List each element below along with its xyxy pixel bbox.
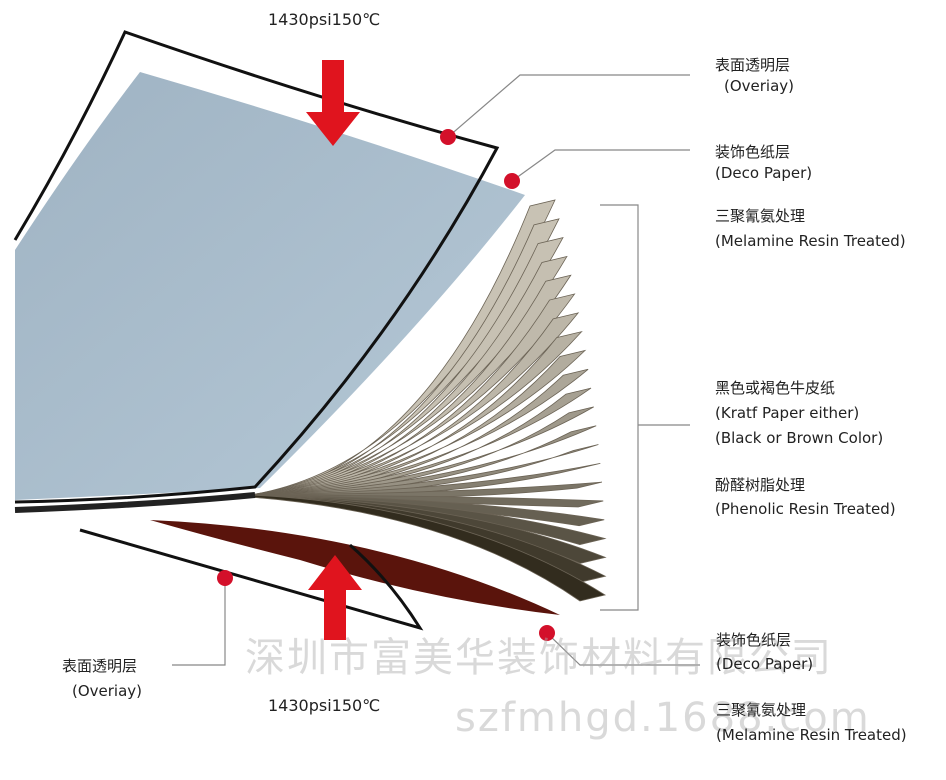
overlay-top-en: (Overiay) — [724, 77, 795, 95]
leader-lines — [172, 74, 700, 666]
marker-dots — [217, 129, 555, 641]
phenolic-cn: 酚醛树脂处理 — [715, 476, 806, 494]
deco-top-en: (Deco Paper) — [715, 164, 813, 182]
kraft-sheet — [249, 237, 564, 498]
pressure-top-label: 1430psi150℃ — [268, 10, 381, 29]
deco-bottom-en: (Deco Paper) — [716, 655, 814, 673]
pressure-bottom-label: 1430psi150℃ — [268, 696, 381, 715]
kraft-sheet — [249, 218, 560, 498]
bottom-deco-layer — [150, 520, 560, 615]
arrow-up-icon — [308, 555, 362, 640]
phenolic-en: (Phenolic Resin Treated) — [715, 500, 896, 518]
bottom-overlay-sheet — [79, 528, 424, 631]
kraft-en2: (Black or Brown Color) — [715, 429, 884, 447]
overlay-bottom-cn: 表面透明层 — [62, 657, 138, 675]
deco-top-cn: 装饰色纸层 — [715, 143, 791, 161]
watermark-site: szfmhgd.1688.com — [455, 695, 871, 741]
melamine-top-en: (Melamine Resin Treated) — [715, 232, 906, 250]
melamine-bottom-cn: 三聚氰氨处理 — [716, 701, 807, 719]
melamine-bottom-en: (Melamine Resin Treated) — [716, 726, 907, 744]
kraft-paper-fan — [249, 199, 607, 602]
kraft-sheet — [249, 255, 568, 498]
overlay-top-cn: 表面透明层 — [715, 56, 791, 74]
watermark-company: 深圳市富美华装饰材料有限公司 — [245, 635, 833, 681]
arrow-down-icon — [306, 60, 360, 146]
kraft-sheet — [249, 199, 556, 498]
deco-bottom-cn: 装饰色纸层 — [716, 631, 792, 649]
kraft-cn: 黑色或褐色牛皮纸 — [715, 379, 836, 397]
top-overlay-sheet — [13, 30, 500, 504]
melamine-top-cn: 三聚氰氨处理 — [715, 207, 806, 225]
overlay-bottom-en: (Overiay) — [72, 682, 143, 700]
kraft-sheet — [249, 494, 607, 602]
deco-paper-sheet — [15, 72, 525, 500]
kraft-en1: (Kratf Paper either) — [715, 404, 860, 422]
